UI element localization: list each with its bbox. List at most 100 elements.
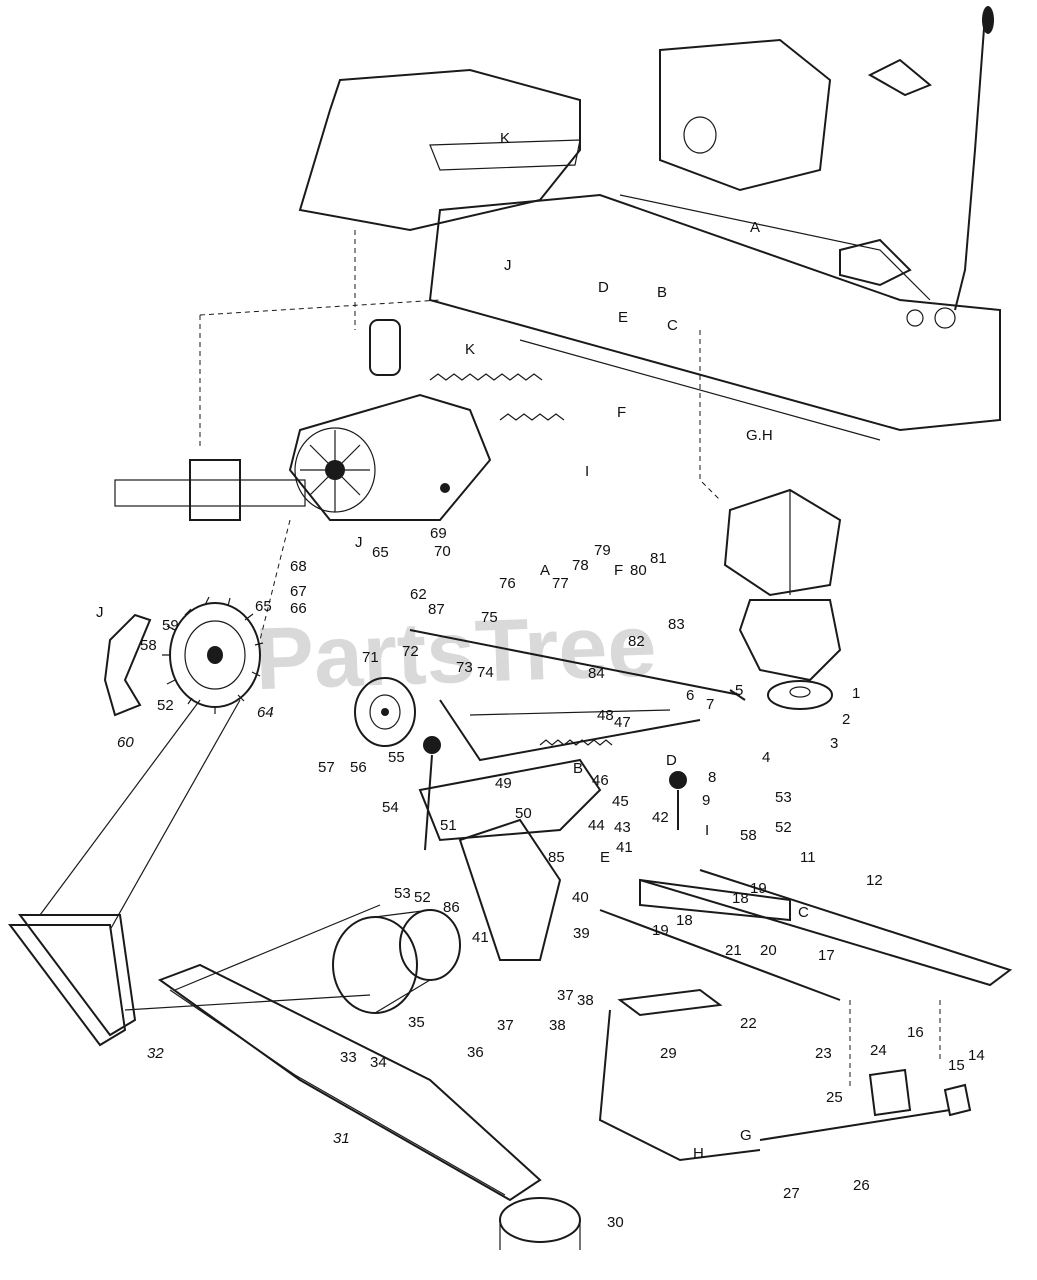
callout-9: 9	[702, 792, 710, 809]
callout-38b: 38	[549, 1017, 566, 1034]
rod-26	[759, 1068, 972, 1141]
bar-17	[639, 878, 791, 922]
callout-2: 2	[842, 711, 850, 728]
rod-22	[599, 909, 841, 1001]
callout-53a: 53	[394, 885, 411, 902]
marker-j-top: J	[504, 257, 512, 274]
marker-k-lower: K	[465, 341, 475, 358]
callout-8: 8	[708, 769, 716, 786]
marker-h: H	[693, 1145, 704, 1162]
marker-f-lower: F	[614, 562, 623, 579]
callout-19a: 19	[750, 880, 767, 897]
marker-c-lower: C	[798, 904, 809, 921]
callout-17: 17	[818, 947, 835, 964]
callout-66: 66	[290, 600, 307, 617]
marker-d-top: D	[598, 279, 609, 296]
callout-27: 27	[783, 1185, 800, 1202]
callout-51: 51	[440, 817, 457, 834]
callout-24: 24	[870, 1042, 887, 1059]
callout-57: 57	[318, 759, 335, 776]
callout-4: 4	[762, 749, 770, 766]
marker-a-top: A	[750, 219, 760, 236]
belt-31	[157, 963, 542, 1202]
callout-73: 73	[456, 659, 473, 676]
callout-65a: 65	[372, 544, 389, 561]
callout-39: 39	[573, 925, 590, 942]
callout-55: 55	[388, 749, 405, 766]
marker-i-top: I	[585, 463, 589, 480]
callout-12: 12	[866, 872, 883, 889]
callout-75: 75	[481, 609, 498, 626]
marker-j-left: J	[96, 604, 104, 621]
callout-78: 78	[572, 557, 589, 574]
callout-11: 11	[800, 849, 816, 866]
callout-22: 22	[740, 1015, 757, 1032]
callout-72: 72	[402, 643, 419, 660]
pulley-1	[767, 680, 833, 710]
pulley-35	[332, 909, 461, 1014]
small-bracket-right	[839, 238, 912, 287]
callout-30: 30	[607, 1214, 624, 1231]
callout-74: 74	[477, 664, 494, 681]
spring-upper	[429, 373, 565, 421]
rod-49	[439, 699, 701, 762]
callout-76: 76	[499, 575, 516, 592]
callout-42: 42	[652, 809, 669, 826]
marker-g: G	[740, 1127, 752, 1144]
callout-56: 56	[350, 759, 367, 776]
marker-d-lower: D	[666, 752, 677, 769]
callout-18b: 18	[676, 912, 693, 929]
callout-60: 60	[117, 734, 134, 751]
pivot-plate	[738, 599, 842, 682]
dash-panel	[298, 68, 581, 232]
knob-8	[669, 771, 687, 830]
callout-84: 84	[588, 665, 605, 682]
spring-48	[539, 739, 613, 746]
callout-41b: 41	[472, 929, 489, 946]
callout-3: 3	[830, 735, 838, 752]
callout-77: 77	[552, 575, 569, 592]
shift-lever	[906, 6, 994, 329]
callout-52b: 52	[414, 889, 431, 906]
leader-lines	[39, 230, 941, 1090]
callout-79: 79	[594, 542, 611, 559]
marker-a-lower: A	[540, 562, 550, 579]
callouts: 1 2 3 4 5 6 7 8 9 11 12 14 15 16 17 18 1…	[117, 525, 985, 1231]
callout-16: 16	[907, 1024, 924, 1041]
cable-12	[639, 869, 1013, 987]
callout-54: 54	[382, 799, 399, 816]
marker-i-lower: I	[705, 822, 709, 839]
marker-c-top: C	[667, 317, 678, 334]
callout-58a: 58	[140, 637, 157, 654]
callout-37b: 37	[497, 1017, 514, 1034]
marker-f-top: F	[617, 404, 626, 421]
letter-markers: A A B B C C D D E E F F G.H G H I I J J …	[96, 130, 809, 1162]
callout-58b: 58	[740, 827, 757, 844]
shift-console	[659, 38, 932, 192]
callout-29: 29	[660, 1045, 677, 1062]
callout-48: 48	[597, 707, 614, 724]
idler-bracket-60	[103, 613, 152, 717]
callout-25: 25	[826, 1089, 843, 1106]
transaxle	[114, 319, 492, 521]
handle-29	[598, 988, 761, 1162]
callout-5: 5	[735, 682, 743, 699]
callout-23: 23	[815, 1045, 832, 1062]
callout-45: 45	[612, 793, 629, 810]
callout-85: 85	[548, 849, 565, 866]
callout-33: 33	[340, 1049, 357, 1066]
callout-67: 67	[290, 583, 307, 600]
marker-b-top: B	[657, 284, 667, 301]
belt-32	[8, 914, 137, 1047]
callout-35: 35	[408, 1014, 425, 1031]
callout-52a: 52	[157, 697, 174, 714]
callout-52c: 52	[775, 819, 792, 836]
callout-21: 21	[725, 942, 742, 959]
callout-50: 50	[515, 805, 532, 822]
callout-36: 36	[467, 1044, 484, 1061]
callout-18a: 18	[732, 890, 749, 907]
callout-41a: 41	[616, 839, 633, 856]
callout-43: 43	[614, 819, 631, 836]
knob-55	[423, 736, 441, 851]
marker-k-top: K	[500, 130, 510, 147]
